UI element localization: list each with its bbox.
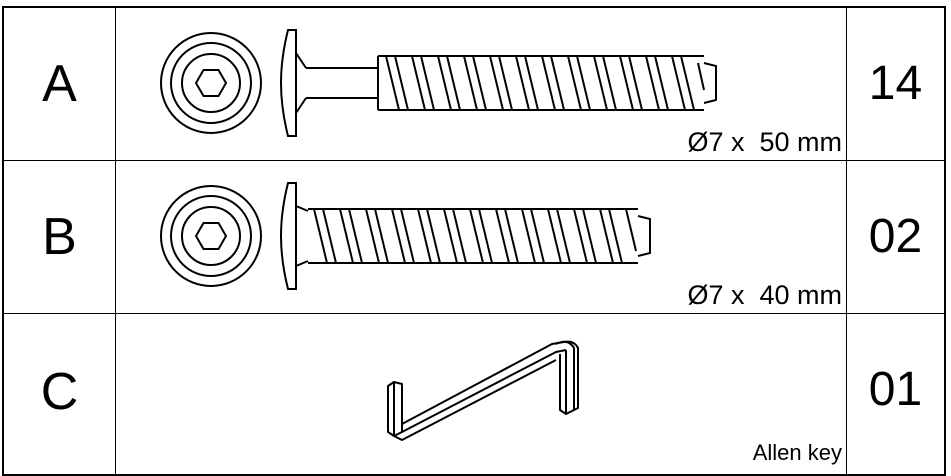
part-row-a: A [4, 8, 944, 161]
part-letter: C [4, 314, 116, 474]
part-quantity: 02 [846, 161, 944, 313]
part-drawing: Ø7 x 40 mm [116, 161, 848, 313]
part-drawing: Ø7 x 50 mm [116, 8, 848, 160]
dimension-label: Allen key [752, 440, 842, 465]
part-row-c: C Allen key 01 [4, 314, 944, 474]
part-drawing: Allen key [116, 314, 848, 474]
dimension-label: Ø7 x 40 mm [687, 280, 842, 310]
part-quantity: 14 [846, 8, 944, 160]
part-letter: B [4, 161, 116, 313]
dimension-label: Ø7 x 50 mm [687, 127, 842, 157]
part-quantity: 01 [846, 314, 944, 474]
parts-table: A [2, 6, 946, 476]
part-letter: A [4, 8, 116, 160]
allen-key-icon [387, 340, 579, 441]
part-row-b: B [4, 161, 944, 314]
screw-icon [160, 182, 651, 290]
screw-icon [160, 29, 717, 137]
